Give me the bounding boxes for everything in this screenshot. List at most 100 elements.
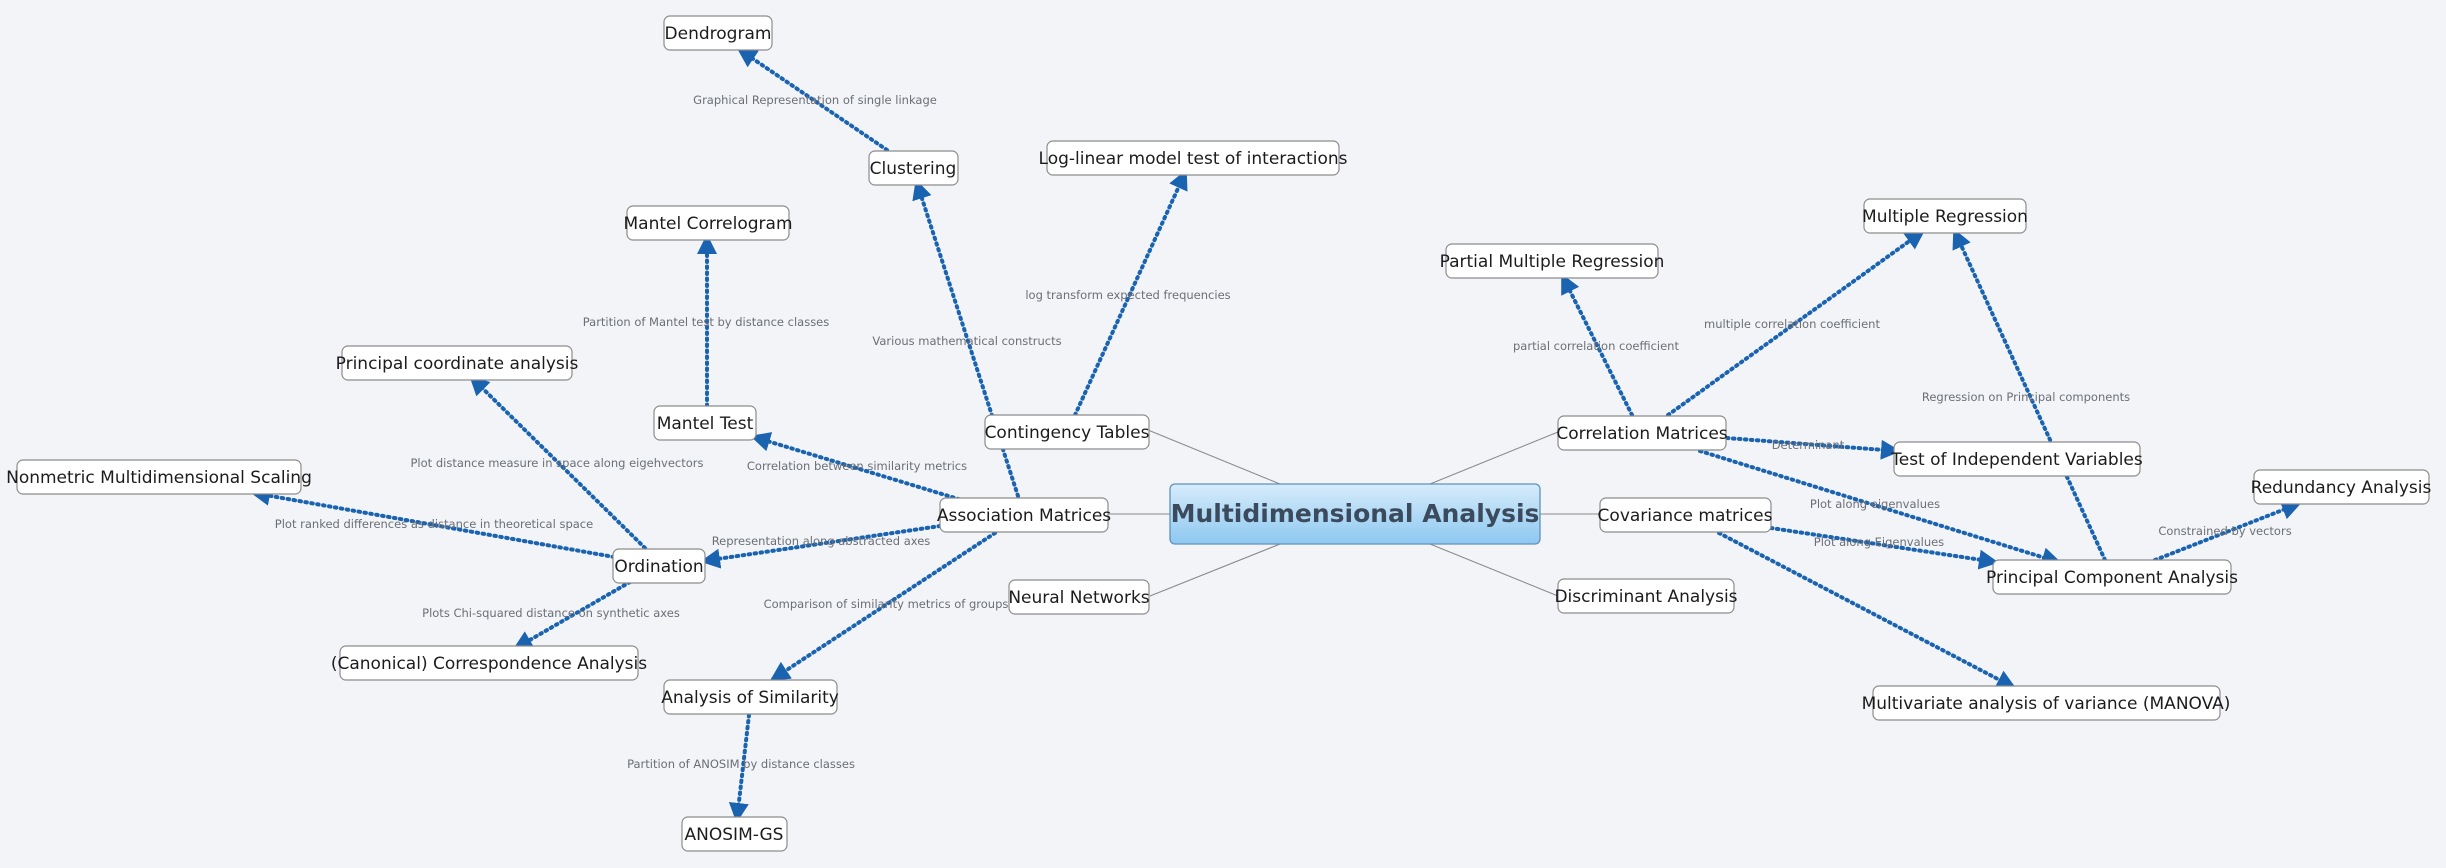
node-principal-coordinate-analysis-label: Principal coordinate analysis xyxy=(336,354,579,374)
connector-contingency xyxy=(1147,429,1281,485)
central-topic-label: Multidimensional Analysis xyxy=(1171,499,1540,528)
node-ordination[interactable]: Ordination xyxy=(612,548,706,584)
node-neural-networks[interactable]: Neural Networks xyxy=(1008,579,1150,615)
label-covariance-pca: Plot along Eigenvalues xyxy=(1814,535,1944,549)
node-clustering-label: Clustering xyxy=(870,159,957,179)
node-partial-multiple-regression-box xyxy=(1445,243,1659,279)
node-neural-networks-label: Neural Networks xyxy=(1008,588,1149,608)
node-nonmetric-mds-box xyxy=(16,459,302,495)
node-test-independent-variables-label: Test of Independent Variables xyxy=(1890,450,2143,470)
arrow-association-mantel xyxy=(750,432,967,503)
node-log-linear-model-label: Log-linear model test of interactions xyxy=(1039,149,1348,169)
central-connectors xyxy=(1108,429,1600,597)
node-multiple-regression[interactable]: Multiple Regression xyxy=(1862,198,2028,234)
node-discriminant-analysis[interactable]: Discriminant Analysis xyxy=(1554,578,1738,614)
node-mantel-test[interactable]: Mantel Test xyxy=(653,405,757,441)
node-partial-multiple-regression-label: Partial Multiple Regression xyxy=(1440,252,1665,272)
label-association-ordination: Representation along abstracted axes xyxy=(712,534,931,548)
node-log-linear-model[interactable]: Log-linear model test of interactions xyxy=(1039,140,1348,176)
node-principal-coordinate-analysis[interactable]: Principal coordinate analysis xyxy=(336,345,579,381)
arrow-correlation-multiple xyxy=(1666,229,1926,417)
node-redundancy-analysis-label: Redundancy Analysis xyxy=(2251,478,2432,498)
node-anosim-gs-label: ANOSIM-GS xyxy=(685,825,784,845)
node-partial-multiple-regression[interactable]: Partial Multiple Regression xyxy=(1440,243,1665,279)
node-ordination-label: Ordination xyxy=(614,557,703,577)
node-covariance-matrices-label: Covariance matrices xyxy=(1598,506,1773,526)
node-mantel-correlogram-box xyxy=(626,205,790,241)
arrow-correlation-testindep xyxy=(1725,436,1901,460)
node-contingency-tables-box xyxy=(984,414,1150,450)
label-correlation-partial: partial correlation coefficient xyxy=(1513,339,1679,353)
node-analysis-of-similarity-box xyxy=(663,679,838,715)
label-correlation-pca: Plot along eigenvalues xyxy=(1810,497,1940,511)
arrow-correlation-partial xyxy=(1561,273,1634,417)
node-clustering-box xyxy=(868,150,959,186)
node-correspondence-analysis-label: (Canonical) Correspondence Analysis xyxy=(331,654,647,674)
node-mantel-correlogram[interactable]: Mantel Correlogram xyxy=(623,205,793,241)
node-covariance-matrices-box xyxy=(1599,497,1772,533)
arrow-ordination-pcoa xyxy=(469,375,647,550)
arrow-correlation-pca xyxy=(1698,449,2062,567)
label-association-anosim: Comparison of similarity metrics of grou… xyxy=(764,597,1009,611)
label-ordination-nmds: Plot ranked differences as distance in t… xyxy=(275,517,593,531)
node-anosim-gs-box xyxy=(681,816,788,852)
topic-nodes: Contingency Tables Association Matrices … xyxy=(6,15,2432,852)
node-discriminant-analysis-box xyxy=(1557,578,1735,614)
node-manova-box xyxy=(1872,685,2221,721)
node-ordination-box xyxy=(612,548,706,584)
node-dendrogram-box xyxy=(663,15,773,51)
node-principal-component-analysis-box xyxy=(1992,559,2232,595)
node-anosim-gs[interactable]: ANOSIM-GS xyxy=(681,816,788,852)
node-neural-networks-box xyxy=(1008,579,1150,615)
node-redundancy-analysis-box xyxy=(2253,469,2430,505)
label-correlation-multiple: multiple correlation coefficient xyxy=(1704,317,1880,331)
node-nonmetric-mds-label: Nonmetric Multidimensional Scaling xyxy=(6,468,312,488)
node-correlation-matrices[interactable]: Correlation Matrices xyxy=(1556,415,1728,451)
node-correspondence-analysis-box xyxy=(339,645,639,681)
node-multiple-regression-box xyxy=(1863,198,2027,234)
node-correspondence-analysis[interactable]: (Canonical) Correspondence Analysis xyxy=(331,645,647,681)
label-pca-multiple: Regression on Principal components xyxy=(1922,390,2130,404)
node-principal-coordinate-analysis-box xyxy=(341,345,573,381)
node-analysis-of-similarity[interactable]: Analysis of Similarity xyxy=(661,679,839,715)
node-test-independent-variables[interactable]: Test of Independent Variables xyxy=(1890,441,2143,477)
node-analysis-of-similarity-label: Analysis of Similarity xyxy=(661,688,839,708)
label-association-mantel: Correlation between similarity metrics xyxy=(747,459,967,473)
arrow-association-anosim xyxy=(769,531,997,682)
label-clustering-dendrogram: Graphical Representation of single linka… xyxy=(693,93,937,107)
node-principal-component-analysis-label: Principal Component Analysis xyxy=(1986,568,2238,588)
node-contingency-tables[interactable]: Contingency Tables xyxy=(984,414,1150,450)
node-principal-component-analysis[interactable]: Principal Component Analysis xyxy=(1986,559,2238,595)
node-covariance-matrices[interactable]: Covariance matrices xyxy=(1598,497,1773,533)
connector-discriminant xyxy=(1429,543,1559,597)
node-dendrogram-label: Dendrogram xyxy=(665,24,772,44)
arrow-covariance-pca xyxy=(1769,526,1999,570)
node-discriminant-analysis-label: Discriminant Analysis xyxy=(1554,587,1737,607)
label-ordination-pcoa: Plot distance measure in space along eig… xyxy=(411,456,704,470)
node-log-linear-model-box xyxy=(1046,140,1340,176)
label-contingency-loglinear: log transform expected frequencies xyxy=(1025,288,1230,302)
node-correlation-matrices-box xyxy=(1557,415,1727,451)
node-nonmetric-mds[interactable]: Nonmetric Multidimensional Scaling xyxy=(6,459,312,495)
relationship-arrows xyxy=(250,47,2302,823)
node-mantel-test-label: Mantel Test xyxy=(657,414,754,434)
arrow-anosim-gs xyxy=(728,713,751,823)
connector-correlation xyxy=(1429,431,1559,485)
arrow-pca-redundancy xyxy=(2153,500,2302,562)
label-association-clustering: Various mathematical constructs xyxy=(872,334,1061,348)
node-test-independent-variables-box xyxy=(1893,441,2141,477)
node-manova[interactable]: Multivariate analysis of variance (MANOV… xyxy=(1862,685,2231,721)
node-multiple-regression-label: Multiple Regression xyxy=(1862,207,2028,227)
arrow-pca-multiple xyxy=(1952,228,2107,562)
label-ordination-ca: Plots Chi-squared distance on synthetic … xyxy=(422,606,680,620)
arrow-association-ordination xyxy=(700,524,942,569)
node-clustering[interactable]: Clustering xyxy=(868,150,959,186)
node-dendrogram[interactable]: Dendrogram xyxy=(663,15,773,51)
node-association-matrices[interactable]: Association Matrices xyxy=(937,497,1111,533)
node-association-matrices-label: Association Matrices xyxy=(937,506,1111,526)
central-topic[interactable]: Multidimensional Analysis xyxy=(1169,483,1541,545)
node-redundancy-analysis[interactable]: Redundancy Analysis xyxy=(2251,469,2432,505)
node-association-matrices-box xyxy=(939,497,1109,533)
central-topic-box xyxy=(1169,483,1541,545)
